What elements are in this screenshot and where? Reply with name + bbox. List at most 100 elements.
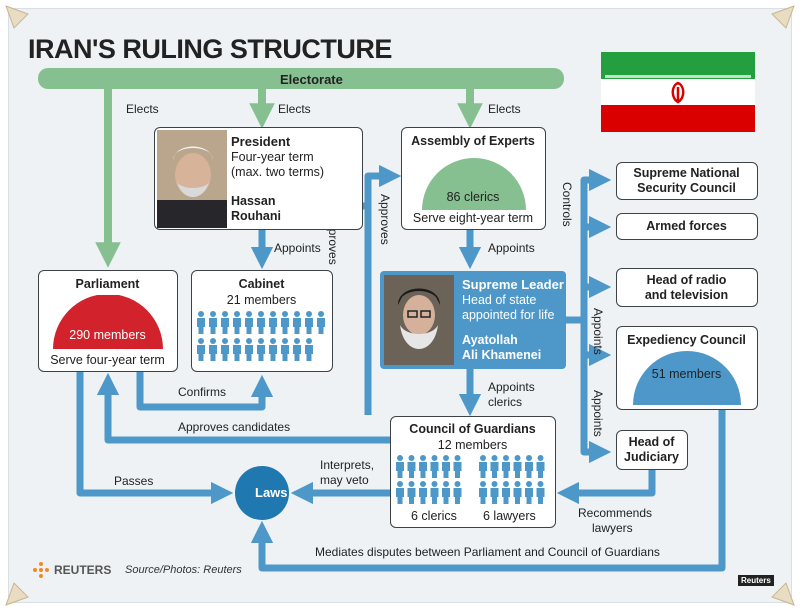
edge-appoints-right1: Appoints xyxy=(591,308,605,355)
reuters-logo-icon xyxy=(33,562,49,578)
parliament-title: Parliament xyxy=(75,277,140,291)
footer-source: Source/Photos: Reuters xyxy=(125,564,242,576)
edge-interprets-2: may veto xyxy=(320,473,369,487)
snsc-line-2: Security Council xyxy=(637,181,736,195)
person-icon xyxy=(513,481,522,504)
edge-appoints-clerics-1: Appoints xyxy=(488,380,535,394)
judiciary-line-2: Judiciary xyxy=(624,450,679,464)
person-icon xyxy=(245,311,253,334)
guardians-count: 12 members xyxy=(437,438,508,452)
person-icon xyxy=(442,481,450,504)
leader-line-2: appointed for life xyxy=(462,308,555,322)
iran-flag xyxy=(601,52,755,132)
supreme-leader-photo xyxy=(384,275,454,365)
edge-elects-parliament: Elects xyxy=(126,102,159,116)
person-icon xyxy=(430,481,439,504)
edge-approves-candidates: Approves candidates xyxy=(178,420,291,434)
person-icon xyxy=(221,338,229,361)
person-icon xyxy=(269,311,277,334)
person-icon xyxy=(221,311,229,334)
president-name-1: Hassan xyxy=(231,194,276,208)
edge-recommends-2: lawyers xyxy=(592,521,633,535)
person-icon xyxy=(257,311,265,334)
cabinet-box: Cabinet 21 members xyxy=(191,270,333,372)
footer-badge: Reuters xyxy=(738,575,774,586)
person-icon xyxy=(317,311,325,334)
president-name-2: Rouhani xyxy=(231,209,281,223)
person-icon xyxy=(209,338,217,361)
person-icon xyxy=(269,338,277,361)
guardians-lawyers: 6 lawyers xyxy=(483,509,536,523)
edge-appoints-right2: Appoints xyxy=(591,390,605,437)
president-line-2: (max. two terms) xyxy=(231,165,325,179)
electorate-bar xyxy=(38,68,564,89)
person-icon xyxy=(479,481,487,504)
assembly-box: Assembly of Experts 86 clerics Serve eig… xyxy=(401,127,546,230)
edge-mediates: Mediates disputes between Parliament and… xyxy=(315,545,660,559)
person-icon xyxy=(396,455,404,478)
edge-controls: Controls xyxy=(560,182,574,227)
guardians-clerics: 6 clerics xyxy=(411,509,457,523)
cabinet-title: Cabinet xyxy=(238,277,285,291)
president-line-1: Four-year term xyxy=(231,150,314,164)
judiciary-line-1: Head of xyxy=(628,435,675,449)
corner-ornament xyxy=(771,5,795,29)
edge-elects-assembly: Elects xyxy=(488,102,521,116)
person-icon xyxy=(209,311,217,334)
person-icon xyxy=(525,455,533,478)
parliament-semicircle xyxy=(53,295,163,349)
snsc-box: Supreme National Security Council xyxy=(616,162,758,200)
assembly-title: Assembly of Experts xyxy=(411,134,535,148)
president-photo xyxy=(157,130,227,228)
parliament-term: Serve four-year term xyxy=(50,353,165,367)
president-box: President Four-year term (max. two terms… xyxy=(154,127,363,230)
person-icon xyxy=(502,455,510,478)
person-icon xyxy=(442,455,450,478)
edge-recommends-1: Recommends xyxy=(578,506,653,520)
person-icon xyxy=(453,455,462,478)
radio-tv-line-2: and television xyxy=(644,288,729,302)
person-icon xyxy=(419,455,427,478)
guardians-people xyxy=(396,455,545,504)
person-icon xyxy=(233,338,241,361)
edge-approves-assembly: Approves xyxy=(378,194,392,245)
person-icon xyxy=(536,455,545,478)
corner-ornament xyxy=(771,582,795,606)
person-icon xyxy=(453,481,462,504)
person-icon xyxy=(305,338,313,361)
electorate-label: Electorate xyxy=(280,72,343,87)
assembly-term: Serve eight-year term xyxy=(412,211,534,225)
edge-passes: Passes xyxy=(114,474,154,488)
person-icon xyxy=(197,311,205,334)
person-icon xyxy=(281,311,289,334)
parliament-box: Parliament 290 members Serve four-year t… xyxy=(38,270,178,372)
armed-forces-label: Armed forces xyxy=(646,219,727,233)
person-icon xyxy=(407,455,416,478)
page-title: IRAN'S RULING STRUCTURE xyxy=(28,34,392,64)
cabinet-people xyxy=(197,311,325,361)
leader-title: Supreme Leader xyxy=(462,277,564,292)
edge-interprets-1: Interprets, xyxy=(320,458,375,472)
assembly-semicircle xyxy=(422,158,526,210)
person-icon xyxy=(407,481,416,504)
expediency-count: 51 members xyxy=(651,367,722,381)
parliament-count: 290 members xyxy=(69,328,146,342)
snsc-line-1: Supreme National xyxy=(633,166,740,180)
edge-appoints-cabinet: Appoints xyxy=(274,241,321,255)
edge-elects-president: Elects xyxy=(278,102,311,116)
person-icon xyxy=(293,338,301,361)
judiciary-box: Head of Judiciary xyxy=(616,430,688,470)
person-icon xyxy=(305,311,313,334)
president-title: President xyxy=(231,134,291,149)
person-icon xyxy=(430,455,439,478)
person-icon xyxy=(479,455,487,478)
person-icon xyxy=(197,338,205,361)
person-icon xyxy=(513,455,522,478)
leader-name-2: Ali Khamenei xyxy=(462,348,542,362)
person-icon xyxy=(536,481,545,504)
person-icon xyxy=(396,481,404,504)
person-icon xyxy=(293,311,301,334)
person-icon xyxy=(233,311,241,334)
cabinet-count: 21 members xyxy=(226,293,297,307)
